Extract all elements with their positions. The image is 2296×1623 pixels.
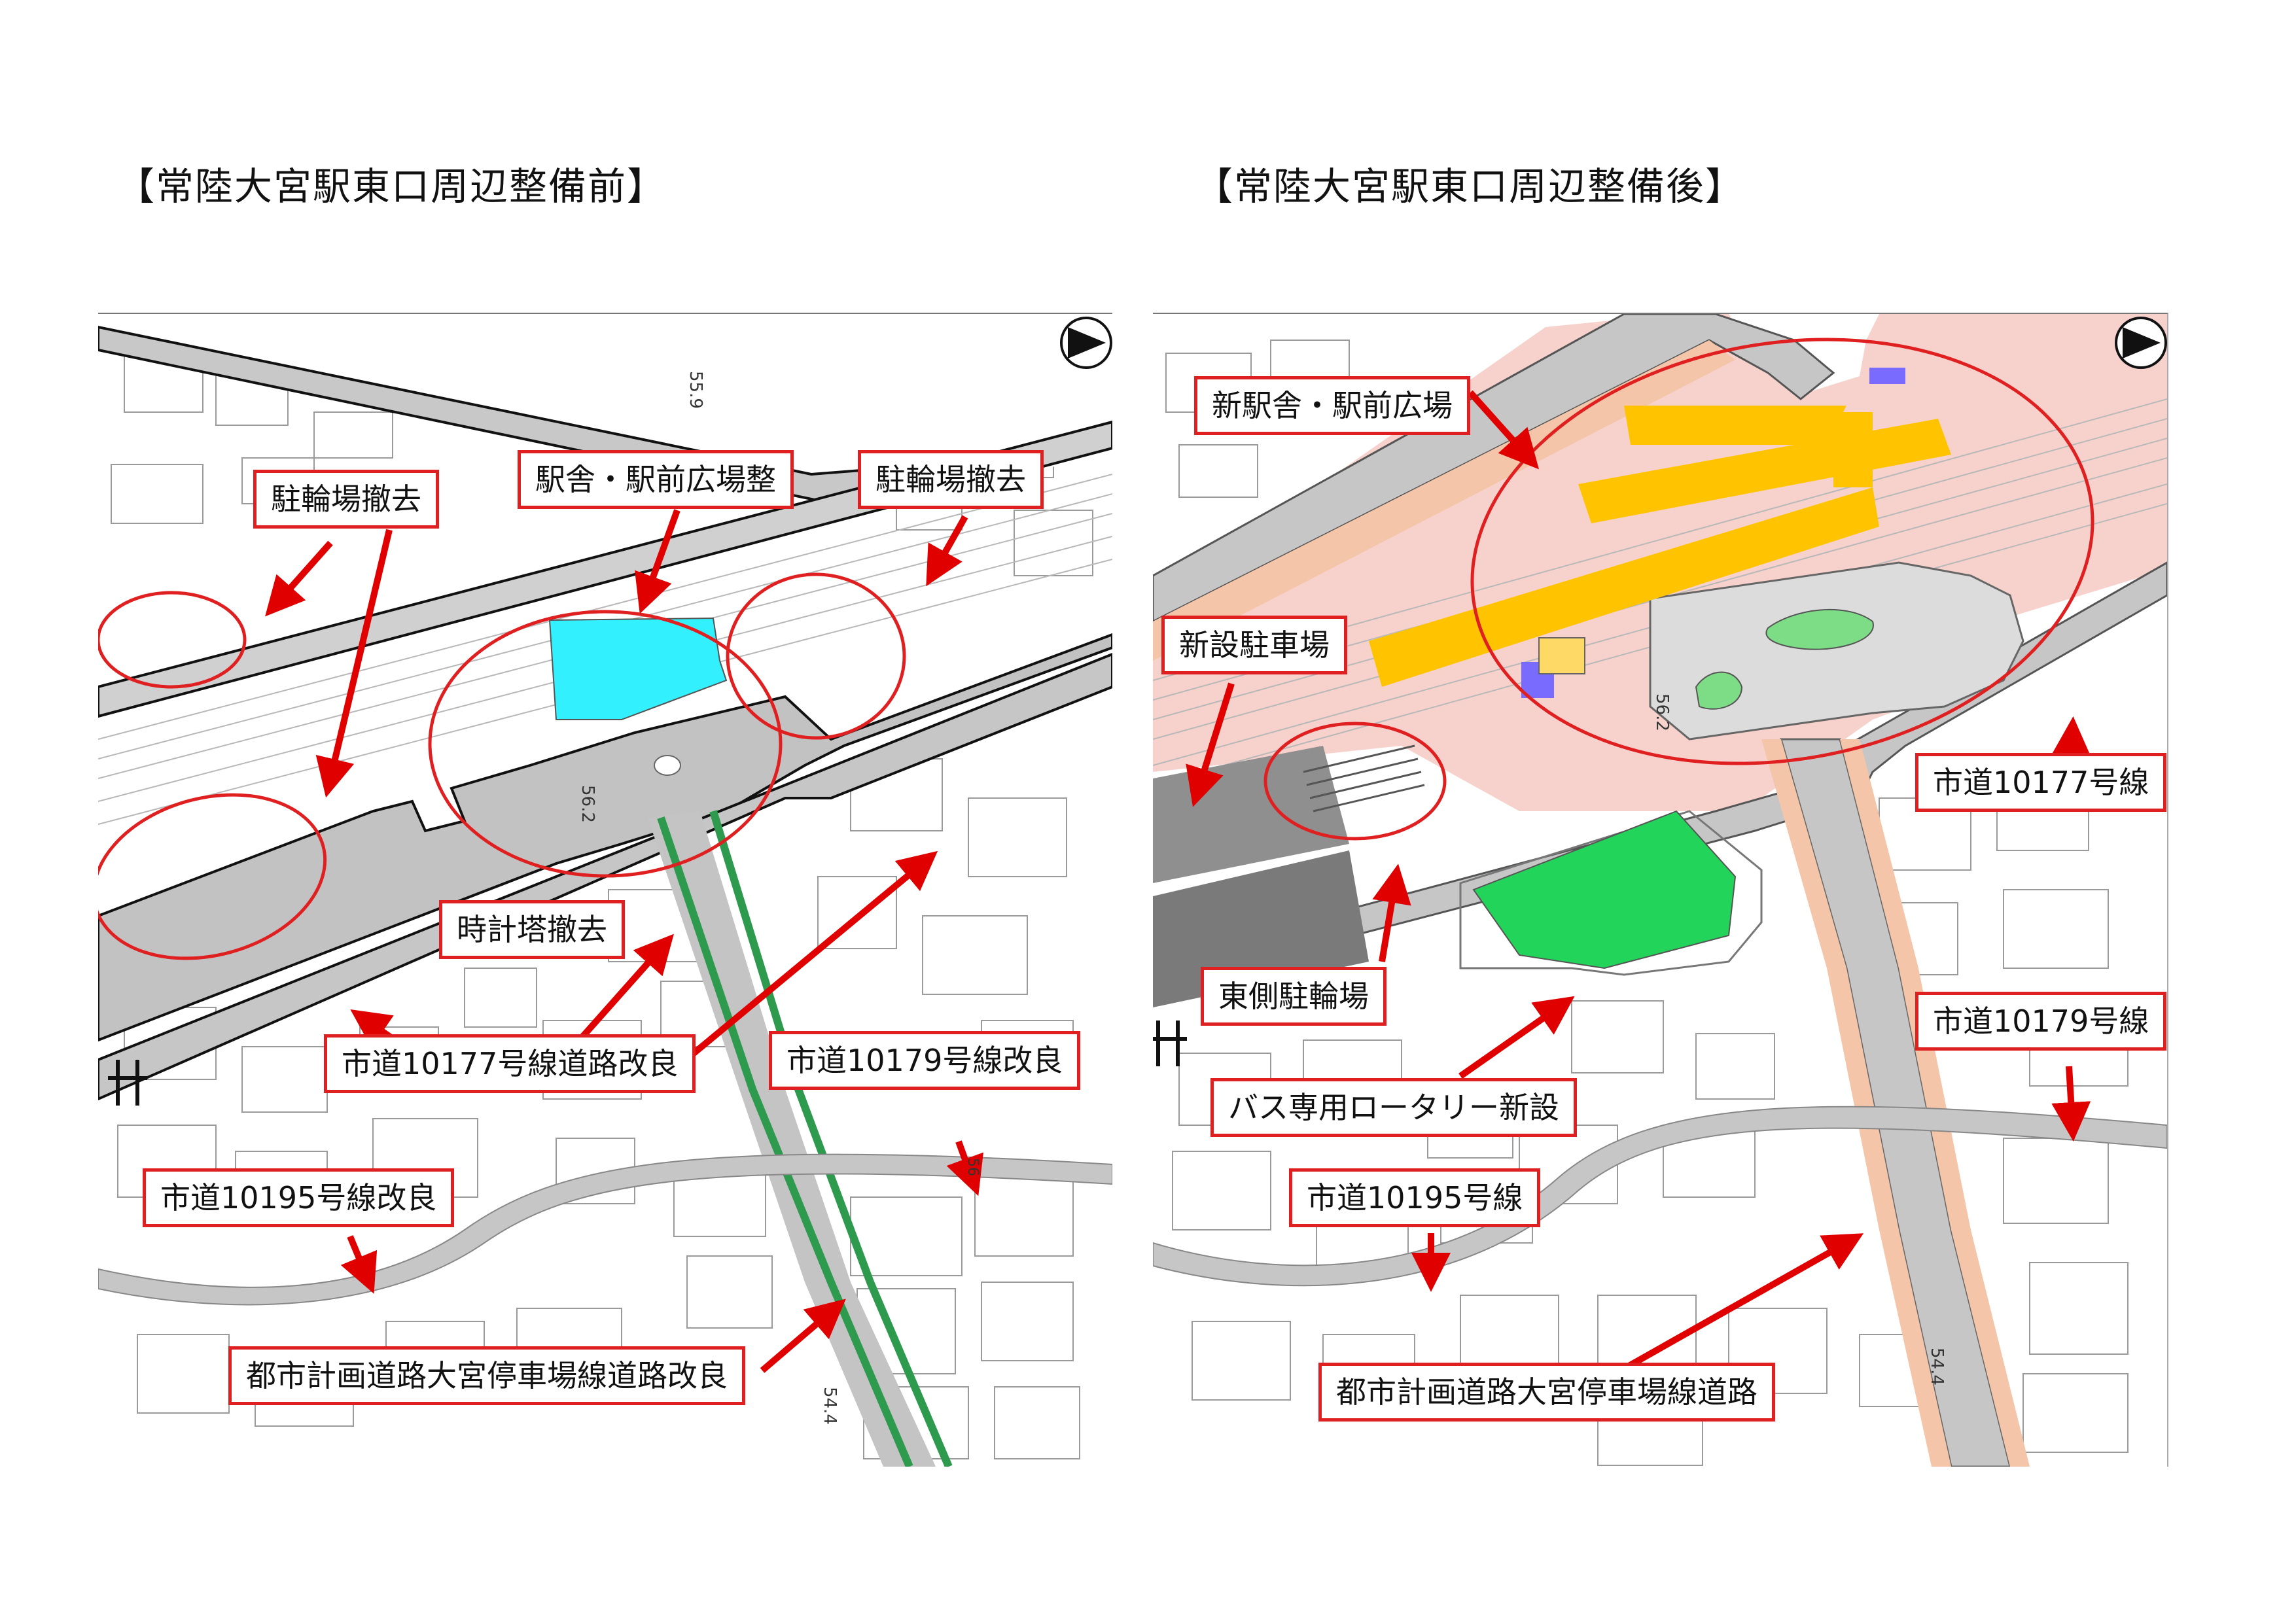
page-title-before: 【常陸大宮駅東口周辺整備前】 <box>116 164 667 209</box>
callout-bike-remove-right: 駐輪場撤去 <box>858 450 1044 509</box>
city-plan-road-after <box>1780 738 2011 1467</box>
green-island-1 <box>1765 608 1874 650</box>
scale-mark-icon <box>108 1060 147 1106</box>
callout-bus-rotary: バス専用ロータリー新設 <box>1210 1078 1577 1137</box>
elevation-54-4-before: 54.4 <box>820 1387 839 1425</box>
map-after: 56.2 54.4 新駅舎・駅前広場 新設駐車場 市道10177号線 東側駐輪場… <box>1153 313 2168 1467</box>
callout-arrows <box>265 509 983 1373</box>
station-building-before <box>548 617 728 720</box>
callout-new-station: 新駅舎・駅前広場 <box>1194 376 1470 435</box>
clock-tower-symbol <box>654 755 681 776</box>
callout-city-plan-road-after: 都市計画道路大宮停車場線道路 <box>1318 1363 1775 1422</box>
city-plan-road-before <box>648 811 936 1467</box>
highlight-circles-after <box>1263 338 2094 841</box>
scale-mark-icon-after <box>1153 1021 1187 1066</box>
sidewalk-after <box>1153 340 1735 661</box>
elevation-56: 56 <box>964 1158 981 1176</box>
route-green-left <box>657 816 913 1467</box>
callout-road-10177-after: 市道10177号線 <box>1915 753 2167 812</box>
east-bike-parking <box>1303 744 1425 812</box>
callout-road-10179-after: 市道10179号線 <box>1915 992 2167 1051</box>
callout-road-10195-after: 市道10195号線 <box>1289 1168 1541 1227</box>
city-plan-road-sidewalk-left <box>1761 739 1951 1467</box>
rotary-outline <box>1459 810 1763 976</box>
bus-rotary <box>1472 810 1737 969</box>
green-island-2 <box>1695 671 1743 710</box>
page-title-after: 【常陸大宮駅東口周辺整備後】 <box>1195 164 1745 209</box>
callout-clock-tower: 時計塔撤去 <box>439 900 625 959</box>
elevation-56-2-after: 56.2 <box>1652 693 1672 731</box>
elevation-54-4-after: 54.4 <box>1927 1348 1947 1386</box>
highlight-circles <box>98 572 906 960</box>
callout-bike-remove-left: 駐輪場撤去 <box>253 470 439 529</box>
map-after-drawing: 56.2 54.4 <box>1153 314 2167 1467</box>
city-plan-road-sidewalk-right <box>1840 739 2030 1467</box>
elevation-56-2-before: 56.2 <box>578 785 597 823</box>
station-plaza-area <box>98 633 1112 1042</box>
callout-new-parking: 新設駐車場 <box>1161 616 1347 674</box>
callout-road-10177: 市道10177号線道路改良 <box>324 1034 696 1093</box>
callout-city-plan-road: 都市計画道路大宮停車場線道路改良 <box>228 1346 745 1405</box>
callout-east-bike: 東側駐輪場 <box>1201 967 1386 1026</box>
station-yellow-room <box>1538 637 1585 674</box>
callout-road-10195: 市道10195号線改良 <box>143 1168 455 1227</box>
top-blue-facility <box>1869 368 1905 384</box>
new-station-building <box>1369 406 1951 687</box>
north-arrow-icon-after <box>2115 317 2167 369</box>
north-arrow-icon <box>1060 317 1112 369</box>
callout-station-plaza: 駅舎・駅前広場整 <box>518 450 794 509</box>
route-green-right <box>709 810 953 1467</box>
elevation-55-9: 55.9 <box>686 371 705 409</box>
road-10195-before <box>98 1153 1112 1306</box>
callout-road-10179: 市道10179号線改良 <box>769 1031 1081 1090</box>
station-plaza-rotary <box>1649 561 2024 741</box>
map-before: 55.9 56.2 54.4 56 駐輪場撤去 駅舎・駅前広場整 駐輪場撤去 時… <box>98 313 1112 1467</box>
